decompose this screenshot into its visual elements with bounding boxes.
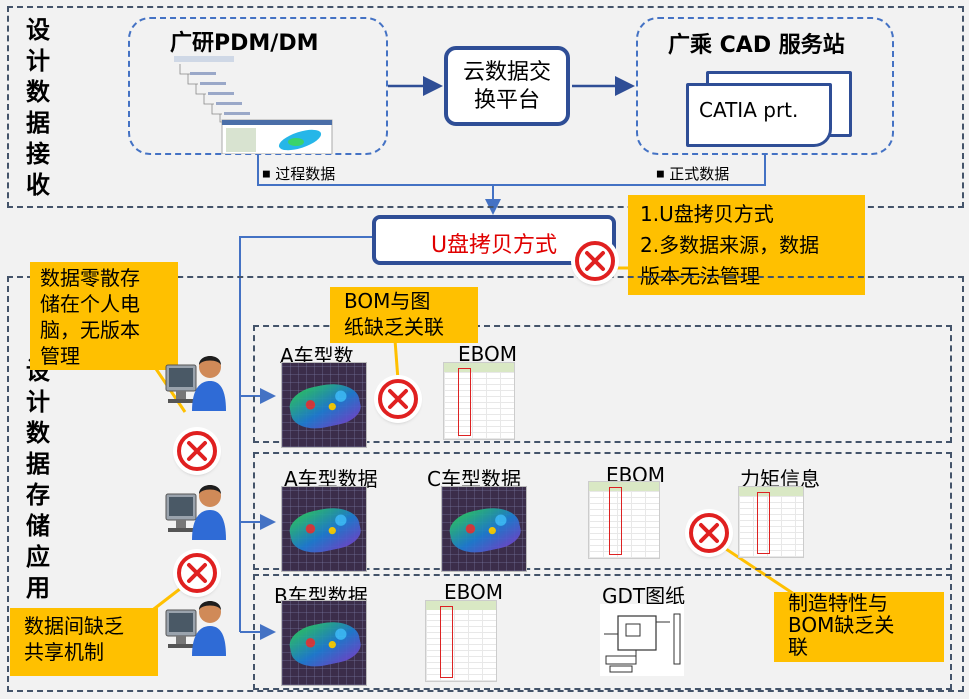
receive-section-label: 设 计 数 据 接 收: [26, 16, 50, 199]
formal-data-text: 正式数据: [669, 165, 730, 183]
no-sharing-text: 数据间缺乏 共享机制: [24, 614, 124, 664]
storage-section-label: 设 计 数 据 存 储 应 用: [26, 357, 50, 602]
table-thumbnail-icon: [443, 362, 515, 440]
row-ac: [253, 452, 952, 570]
table-thumbnail-icon: [738, 486, 804, 558]
process-data-text: 过程数据: [275, 165, 336, 183]
formal-data-label: ■ 正式数据: [656, 165, 730, 183]
process-data-label: ■ 过程数据: [262, 165, 336, 183]
error-x-icon: [688, 512, 730, 554]
scattered-storage-text: 数据零散存 储在个人电 脑，无版本 管理: [40, 266, 140, 368]
storage-section: [7, 276, 964, 692]
pdm-box: 广研PDM/DM: [128, 17, 388, 155]
table-thumbnail-icon: [425, 600, 497, 682]
receive-section: [7, 6, 964, 208]
drawing-thumbnail-icon: [600, 604, 684, 676]
scattered-storage-callout: 数据零散存 储在个人电 脑，无版本 管理: [30, 262, 178, 370]
usb-copy-label: U盘拷贝方式: [430, 233, 558, 258]
bom-drawing-callout: BOM与图 纸缺乏关联: [330, 287, 478, 343]
error-x-icon: [574, 240, 616, 282]
error-x-icon: [176, 430, 218, 472]
pdm-title: 广研PDM/DM: [170, 31, 319, 56]
user-computer-icon: [165, 356, 226, 411]
pdm-screenshot-icon: [174, 56, 333, 154]
error-x-icon: [176, 552, 218, 594]
cad-thumbnail-icon: [441, 486, 527, 572]
cad-station-title: 广乘 CAD 服务站: [668, 33, 845, 58]
user-computer-icon: [165, 601, 226, 656]
mfg-bom-callout: 制造特性与 BOM缺乏关 联: [774, 592, 944, 662]
row-a: [253, 325, 952, 443]
error-x-icon: [377, 378, 419, 420]
cad-thumbnail-icon: [281, 600, 367, 686]
cad-station-box: 广乘 CAD 服务站 CATIA prt.: [636, 17, 894, 155]
cloud-platform-box: 云数据交 换平台: [444, 46, 570, 126]
user-computer-icon: [165, 485, 226, 540]
catia-file-label: CATIA prt.: [699, 98, 799, 122]
row-b: [253, 574, 952, 690]
mfg-bom-text: 制造特性与 BOM缺乏关 联: [788, 591, 895, 659]
no-sharing-callout: 数据间缺乏 共享机制: [10, 608, 158, 676]
bom-drawing-text: BOM与图 纸缺乏关联: [344, 289, 444, 339]
cloud-platform-label: 云数据交 换平台: [462, 60, 551, 113]
table-thumbnail-icon: [588, 481, 660, 559]
cad-thumbnail-icon: [281, 362, 367, 448]
cad-thumbnail-icon: [281, 486, 367, 572]
catia-document: CATIA prt.: [686, 83, 832, 147]
